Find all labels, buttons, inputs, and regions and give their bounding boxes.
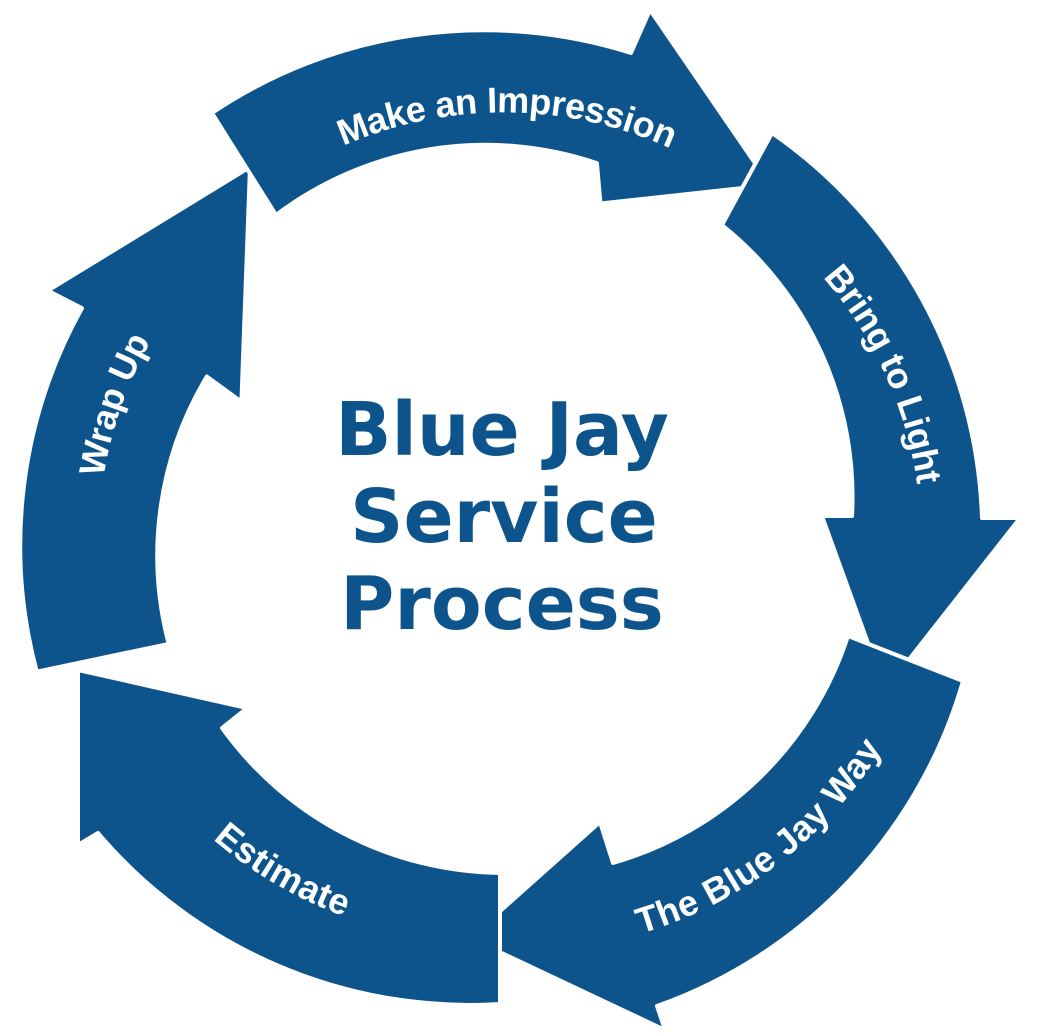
arrow-make-an-impression-shape xyxy=(210,8,772,217)
arrow-make-an-impression: Make an Impression xyxy=(210,8,772,217)
arrow-estimate-shape xyxy=(76,668,502,1007)
title-line-3: Process xyxy=(340,561,664,647)
title-line-2: Service xyxy=(350,474,658,560)
title-line-1: Blue Jay xyxy=(335,387,669,473)
center-title: Blue Jay Service Process xyxy=(335,387,669,647)
arrow-wrap-up: Wrap Up xyxy=(18,165,252,674)
arrow-bring-to-light: Bring to Light xyxy=(720,131,1022,692)
arrow-wrap-up-shape xyxy=(18,165,252,674)
arrow-the-blue-jay-way-shape xyxy=(468,634,965,1032)
arrow-bring-to-light-shape xyxy=(720,131,1022,692)
arrow-the-blue-jay-way: The Blue Jay Way xyxy=(468,634,965,1032)
arrow-estimate: Estimate xyxy=(76,668,502,1007)
